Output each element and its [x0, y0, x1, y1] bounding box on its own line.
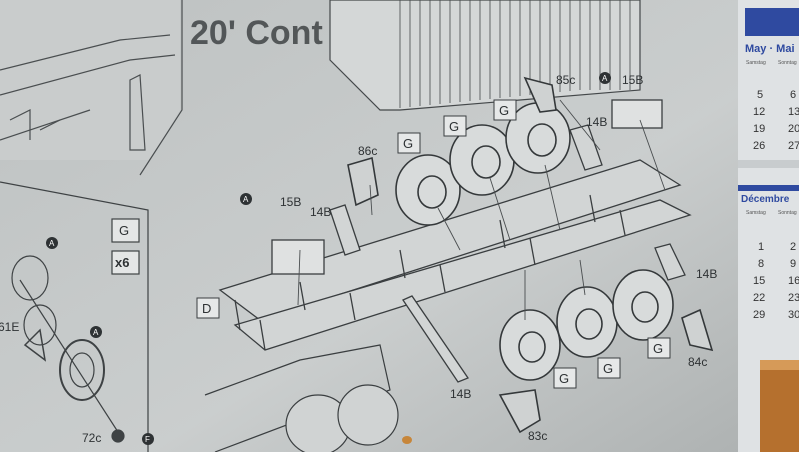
part-label: 15B [280, 195, 301, 209]
part-labels: 85c 15B 14B 86c 14B 15B 14B 14B 84c 83c … [0, 73, 717, 445]
wheels-top [347, 76, 571, 226]
calendar-header: Sonntag [778, 210, 797, 216]
calendar-day: 6 [790, 89, 796, 101]
calendar-day: 15 [753, 275, 765, 287]
inset-count: x6 [115, 255, 129, 270]
axle-inset [0, 181, 149, 452]
group-letter: G [119, 223, 129, 238]
calendar-month-2: Décembre [741, 194, 790, 205]
truck-drawing [204, 344, 399, 452]
group-letter: G [653, 341, 663, 356]
calendar-day: 1 [758, 241, 764, 253]
group-letter: G [603, 361, 613, 376]
calendar-day: 27 [788, 140, 799, 152]
calendar-day: 9 [790, 258, 796, 270]
calendar-header: Samstag [746, 60, 766, 66]
group-letter: G [559, 371, 569, 386]
part-label: 14B [696, 267, 717, 281]
marker: A [49, 239, 55, 248]
calendar-day: 8 [758, 258, 764, 270]
wooden-desk [760, 360, 799, 452]
circled-markers: A A A A F [46, 72, 611, 445]
part-label: 14B [310, 205, 331, 219]
marker: F [145, 435, 150, 444]
inset-count-box [111, 250, 140, 275]
calendar-day: 20 [788, 123, 799, 135]
part-label: 84c [688, 355, 707, 369]
group-letter: G [449, 119, 459, 134]
calendar-header: Sonntag [778, 60, 797, 66]
container-drawing [329, 0, 641, 111]
calendar-day: 26 [753, 140, 765, 152]
part-label: 86c [358, 144, 377, 158]
calendar-day: 30 [788, 309, 799, 321]
previous-step-inset [0, 0, 183, 176]
wheels-bottom [498, 269, 714, 434]
part-label: 14B [586, 115, 607, 129]
part-label: 83c [528, 429, 547, 443]
calendar-header: Samstag [746, 210, 766, 216]
inset-letter-box [111, 218, 140, 243]
calendar-day: 19 [753, 123, 765, 135]
page-heading: 20' Cont [190, 14, 323, 52]
marker: A [243, 195, 249, 204]
wood-crumb [402, 436, 412, 444]
part-label: 61E [0, 320, 19, 334]
calendar-day: 13 [788, 106, 799, 118]
part-label: 14B [450, 387, 471, 401]
marker: A [93, 328, 99, 337]
group-letter: G [499, 103, 509, 118]
group-letter-boxes: G G G G G G G D x6 [115, 99, 671, 389]
calendar-day: 29 [753, 309, 765, 321]
calendar-day: 2 [790, 241, 796, 253]
marker: A [602, 74, 608, 83]
group-letter: G [403, 136, 413, 151]
part-label: 72c [82, 431, 101, 445]
calendar-day: 22 [753, 292, 765, 304]
part-label: 85c [556, 73, 575, 87]
part-label: 15B [622, 73, 643, 87]
calendar-day: 23 [788, 292, 799, 304]
calendar-month-1: May · Mai [745, 43, 795, 55]
desk-calendar: May · Mai Samstag Sonntag 5 6 12 13 19 2… [738, 0, 799, 452]
calendar-day: 12 [753, 106, 765, 118]
calendar-day: 5 [757, 89, 763, 101]
chassis-frame [218, 99, 692, 383]
calendar-day: 16 [788, 275, 799, 287]
assembly-leader-lines [297, 99, 666, 320]
group-letter: D [202, 301, 211, 316]
